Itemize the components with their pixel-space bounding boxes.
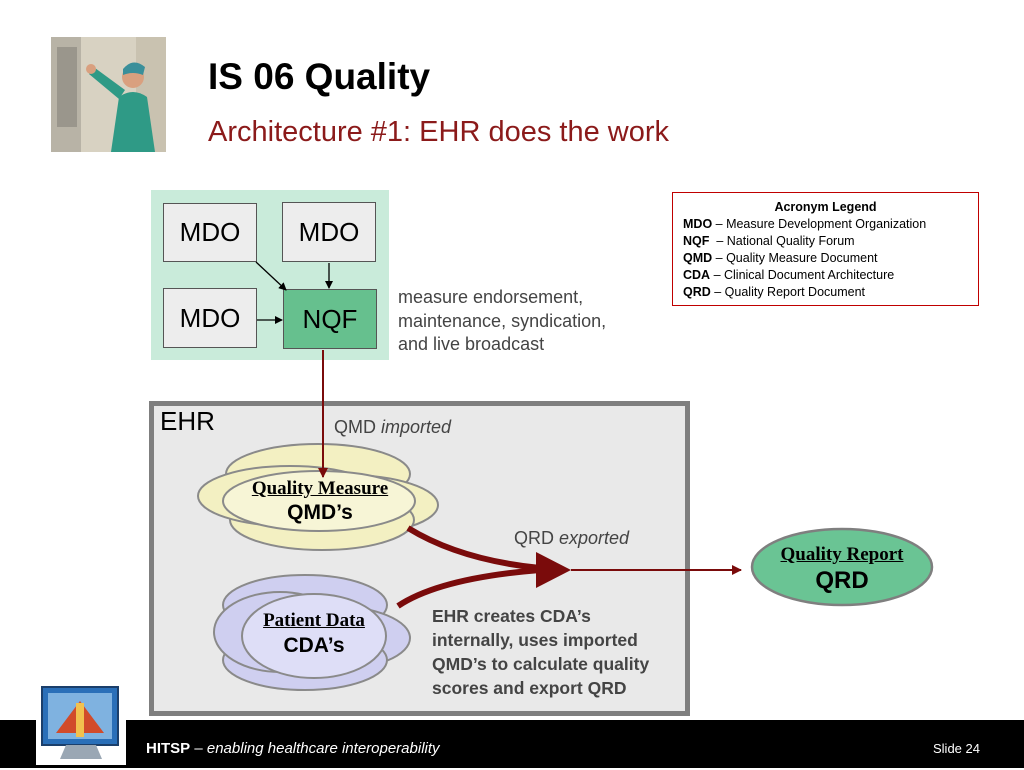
hitsp-logo (36, 683, 126, 765)
slide-number: Slide 24 (933, 741, 980, 756)
footer-brand: HITSP (146, 740, 191, 757)
legend-abbr: MDO (683, 217, 713, 231)
footer-tagline: HITSP – enabling healthcare interoperabi… (146, 740, 440, 757)
nqf-box: NQF (283, 289, 377, 349)
legend-def: – Measure Development Organization (712, 217, 927, 231)
ehr-label: EHR (160, 406, 215, 436)
patient-data-sub: CDA’s (283, 634, 345, 657)
page-title: IS 06 Quality (208, 56, 431, 97)
legend-item: NQF – National Quality Forum (683, 233, 978, 250)
legend-abbr: NQF (683, 234, 710, 248)
mdo-box-3: MDO (163, 288, 257, 348)
legend-title: Acronym Legend (774, 200, 877, 214)
patient-data-cloud (213, 574, 411, 691)
qrd-prefix: QRD (514, 528, 559, 548)
patient-data-title: Patient Data (263, 610, 365, 631)
merge-arrowhead (536, 552, 571, 588)
legend-def: – Quality Report Document (710, 285, 866, 299)
mdo-box-1: MDO (163, 203, 257, 262)
ehr-note-line: QMD’s to calculate quality (432, 654, 650, 674)
quality-measure-cloud (197, 443, 439, 551)
qrd-suffix: exported (559, 528, 630, 548)
legend-item: MDO – Measure Development Organization (683, 216, 978, 233)
ehr-note-line: internally, uses imported (432, 630, 638, 650)
legend-abbr: CDA (683, 268, 711, 282)
quality-report-sub: QRD (815, 567, 869, 594)
mdo-box-2: MDO (282, 202, 376, 262)
qrd-exported-caption: QRD exported (514, 528, 629, 549)
quality-measure-sub: QMD’s (287, 501, 353, 524)
cda-merge-curve (396, 567, 541, 609)
mdo1-to-nqf-arrow (255, 261, 287, 291)
quality-report-oval (750, 527, 934, 607)
quality-measure-label: Quality Measure QMD’s (232, 478, 408, 525)
acronym-legend: Acronym Legend MDO – Measure Development… (672, 192, 979, 306)
footer-dash: – (190, 740, 207, 757)
endorsement-line: and live broadcast (398, 334, 545, 354)
legend-abbr: QMD (683, 251, 713, 265)
patient-data-label: Patient Data CDA’s (238, 610, 390, 658)
quality-report-label: Quality Report QRD (760, 544, 924, 595)
quality-measure-title: Quality Measure (251, 478, 389, 499)
legend-def: – Quality Measure Document (712, 251, 878, 265)
qmd-merge-curve (406, 525, 541, 571)
legend-item: QMD – Quality Measure Document (683, 250, 978, 267)
ehr-note: EHR creates CDA’s internally, uses impor… (432, 604, 649, 700)
ehr-note-line: scores and export QRD (432, 678, 627, 698)
ehr-note-line: EHR creates CDA’s (432, 606, 591, 626)
endorsement-line: maintenance, syndication, (398, 310, 607, 331)
footer-tagline-text: enabling healthcare interoperability (206, 740, 440, 757)
qmd-suffix: imported (381, 417, 452, 437)
legend-item: CDA – Clinical Document Architecture (683, 267, 978, 284)
legend-def: – Clinical Document Architecture (710, 268, 895, 282)
endorsement-text: measure endorsement, maintenance, syndic… (398, 286, 606, 357)
header-photo (51, 37, 166, 152)
footer-bar (0, 720, 1024, 768)
page-subtitle: Architecture #1: EHR does the work (208, 116, 669, 148)
endorsement-line: measure endorsement, (398, 287, 584, 307)
legend-item: QRD – Quality Report Document (683, 284, 978, 301)
legend-def: – National Quality Forum (709, 234, 855, 248)
quality-report-title: Quality Report (780, 544, 904, 565)
qmd-prefix: QMD (334, 417, 381, 437)
legend-abbr: QRD (683, 285, 711, 299)
qmd-imported-caption: QMD imported (334, 417, 451, 438)
